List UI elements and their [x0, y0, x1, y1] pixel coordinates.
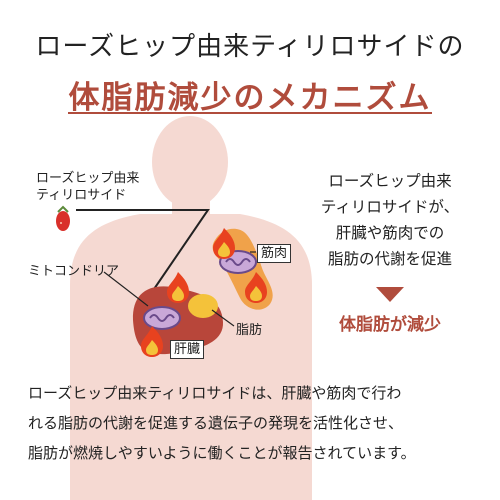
description-line: ローズヒップ由来ティリロサイドは、肝臓や筋肉で行わ	[28, 384, 402, 402]
explanation-line: ティリロサイドが、	[320, 198, 460, 216]
title-line-1: ローズヒップ由来ティリロサイドの	[35, 32, 465, 62]
fat-label: 脂肪	[236, 323, 263, 338]
flame-icon	[245, 272, 267, 303]
description-line: れる脂肪の代謝を促進する遺伝子の発現を活性化させ、	[28, 414, 404, 432]
mitochondria-label: ミトコンドリア	[28, 264, 120, 279]
leader-line-mitochondria	[103, 271, 149, 307]
muscle-label: 筋肉	[257, 244, 292, 263]
title-line-2: 体脂肪減少のメカニズム	[68, 80, 432, 116]
liver-label: 肝臓	[170, 340, 205, 359]
delivery-arrow-line	[76, 209, 210, 293]
explanation-text: ローズヒップ由来 ティリロサイドが、 肝臓や筋肉での 脂肪の代謝を促進	[300, 168, 480, 272]
ingredient-label-line-2: ティリロサイド	[36, 188, 127, 203]
leader-line-fat	[211, 309, 235, 327]
title-divider	[68, 112, 432, 114]
explanation-line: ローズヒップ由来	[328, 172, 452, 190]
description-line: 脂肪が燃焼しやすいように働くことが報告されています。	[28, 444, 416, 462]
explanation-line: 脂肪の代謝を促進	[327, 250, 452, 268]
result-text: 体脂肪が減少	[339, 315, 441, 335]
fat-shape	[188, 294, 218, 318]
description-paragraph: ローズヒップ由来ティリロサイドは、肝臓や筋肉で行わ れる脂肪の代謝を促進する遺伝…	[28, 378, 476, 468]
mitochondria-icon	[143, 306, 181, 330]
ingredient-label-line-1: ローズヒップ由来	[36, 171, 140, 186]
flame-icon	[213, 228, 235, 259]
flame-icon	[141, 326, 163, 357]
rosehip-icon	[56, 205, 70, 231]
flame-icon	[167, 272, 189, 303]
result-arrow-icon	[376, 287, 404, 302]
explanation-line: 肝臓や筋肉での	[335, 224, 445, 242]
